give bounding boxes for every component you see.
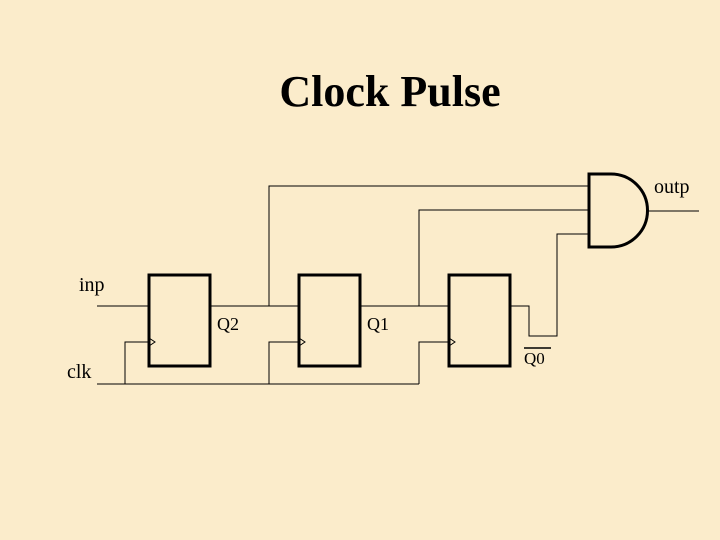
label-outp: outp <box>654 176 690 198</box>
label-inp: inp <box>79 274 105 296</box>
label-clk: clk <box>67 361 91 383</box>
clock-triangle-q1 <box>298 337 306 347</box>
label-q1: Q1 <box>367 314 389 334</box>
and-gate <box>587 172 649 249</box>
clock-branch-q2 <box>124 341 149 384</box>
wire-q1-to-gate <box>418 209 589 306</box>
flip-flop-q2 <box>147 273 212 368</box>
flip-flop-q0 <box>447 273 512 368</box>
clock-branch-q1 <box>268 341 299 384</box>
label-q2: Q2 <box>217 314 239 334</box>
clock-triangle-q2 <box>148 337 156 347</box>
wire-q2-to-gate <box>268 185 589 306</box>
label-q0: Q0 <box>524 349 545 368</box>
slide-title: Clock Pulse <box>279 67 501 116</box>
clock-triangle-q0 <box>448 337 456 347</box>
flip-flop-q1 <box>297 273 362 368</box>
wire-q0-bar <box>510 233 589 337</box>
clock-branch-q0 <box>418 341 449 384</box>
